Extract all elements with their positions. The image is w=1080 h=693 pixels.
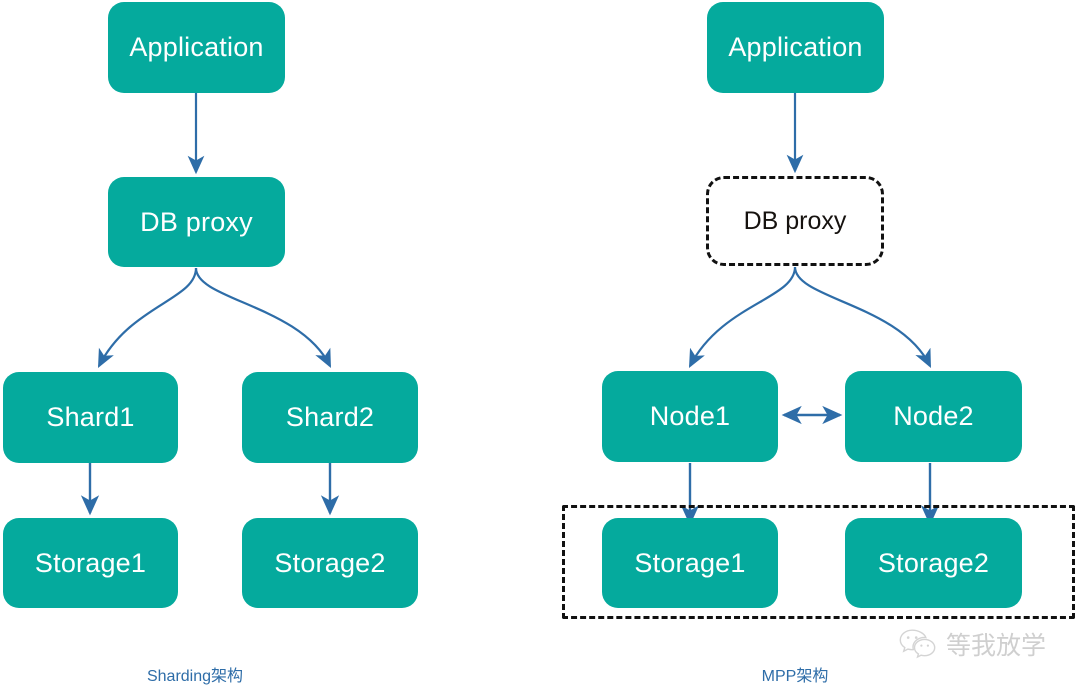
node-label: Application (728, 32, 863, 62)
node-label: Storage2 (877, 547, 990, 578)
node-node1[interactable]: Node1 (602, 371, 778, 462)
node-label: DB proxy (743, 206, 847, 235)
node-db-proxy-sharding[interactable]: DB proxy (108, 177, 285, 267)
node-shard2[interactable]: Shard2 (242, 372, 418, 463)
node-storage2-sharding[interactable]: Storage2 (242, 518, 418, 608)
node-label: Node1 (649, 401, 731, 431)
edge-proxy-to-node1 (688, 266, 797, 368)
edge-proxy-to-shard2 (194, 267, 331, 368)
node-label: Storage1 (34, 547, 147, 578)
node-label: Shard1 (46, 402, 135, 432)
node-label: Node2 (893, 401, 974, 431)
node-label: Application (129, 32, 264, 62)
watermark-text: 等我放学 (946, 631, 1047, 660)
node-storage1-sharding[interactable]: Storage1 (3, 518, 178, 608)
node-storage1-mpp[interactable]: Storage1 (602, 518, 778, 608)
node-db-proxy-mpp[interactable]: DB proxy (706, 176, 884, 266)
node-label: DB proxy (140, 206, 253, 237)
node-storage2-mpp[interactable]: Storage2 (845, 518, 1022, 608)
edge-proxy-to-node2 (793, 266, 931, 368)
caption-mpp: MPP架构 (761, 668, 829, 685)
node-application-sharding[interactable]: Application (108, 2, 285, 93)
node-label: Storage2 (274, 547, 386, 578)
edge-proxy-to-shard1 (98, 267, 198, 368)
caption-sharding: Sharding架构 (146, 668, 244, 685)
node-label: Shard2 (285, 402, 375, 432)
wechat-logo-icon (898, 628, 938, 660)
watermark: 等我放学 (898, 626, 1046, 662)
node-label: Storage1 (634, 547, 746, 578)
group-shared-storage (562, 505, 1075, 619)
node-shard1[interactable]: Shard1 (3, 372, 178, 463)
node-node2[interactable]: Node2 (845, 371, 1022, 462)
node-application-mpp[interactable]: Application (707, 2, 884, 93)
